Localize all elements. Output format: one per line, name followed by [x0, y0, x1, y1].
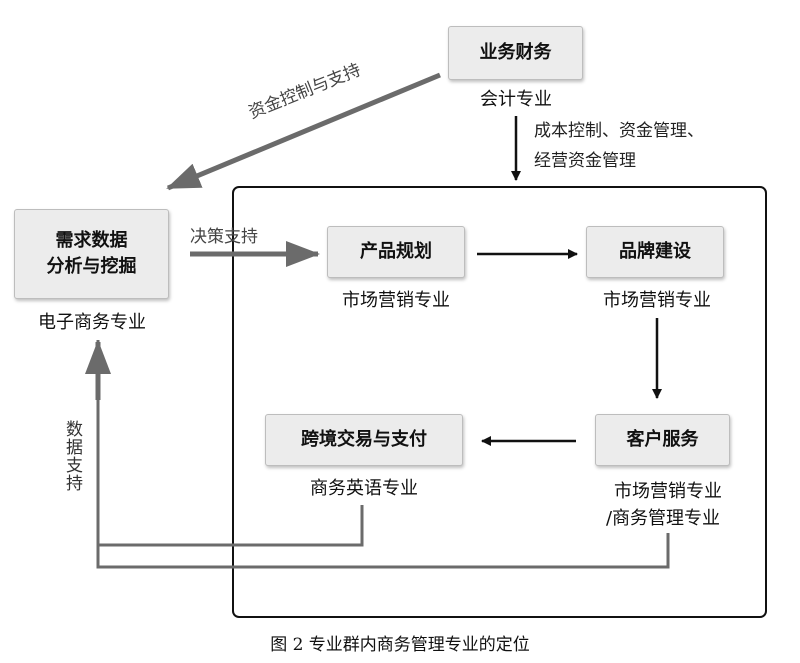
major-business-english: 商务英语专业 [310, 478, 418, 499]
edge-label-data-support: 数据支持 [62, 420, 82, 492]
arrow-capital-control [166, 72, 441, 191]
major-accounting: 会计专业 [480, 89, 552, 110]
edge-label-decision-support: 决策支持 [190, 227, 258, 247]
node-business-finance: 业务财务 [448, 26, 583, 80]
major-marketing-brand: 市场营销专业 [603, 290, 711, 311]
node-cross-border-trade: 跨境交易与支付 [265, 414, 463, 466]
major-marketing-product: 市场营销专业 [342, 290, 450, 311]
edge-label-cost-control-1: 成本控制、资金管理、 [534, 121, 704, 141]
node-demand-data-analysis: 需求数据 分析与挖掘 [14, 209, 169, 299]
major-marketing-service: 市场营销专业 [614, 481, 722, 502]
node-product-planning-title: 产品规划 [360, 240, 432, 262]
node-product-planning: 产品规划 [327, 226, 465, 278]
node-brand-building: 品牌建设 [586, 226, 724, 278]
feedback-line-crossborder [98, 505, 364, 547]
business-management-frame [232, 186, 767, 618]
figure-caption: 图 2 专业群内商务管理专业的定位 [270, 635, 530, 655]
major-e-commerce: 电子商务专业 [38, 312, 146, 333]
major-business-management: /商务管理专业 [605, 508, 721, 529]
node-demand-line1: 需求数据 [55, 229, 128, 251]
edge-label-cost-control-2: 经营资金管理 [534, 151, 636, 171]
feedback-line-service [96, 340, 670, 569]
node-business-finance-title: 业务财务 [479, 41, 552, 63]
node-customer-service: 客户服务 [595, 414, 730, 466]
node-customer-service-title: 客户服务 [626, 428, 699, 450]
node-demand-line2: 分析与挖掘 [46, 256, 137, 277]
node-cross-border-title: 跨境交易与支付 [301, 428, 427, 450]
node-brand-building-title: 品牌建设 [619, 240, 691, 262]
